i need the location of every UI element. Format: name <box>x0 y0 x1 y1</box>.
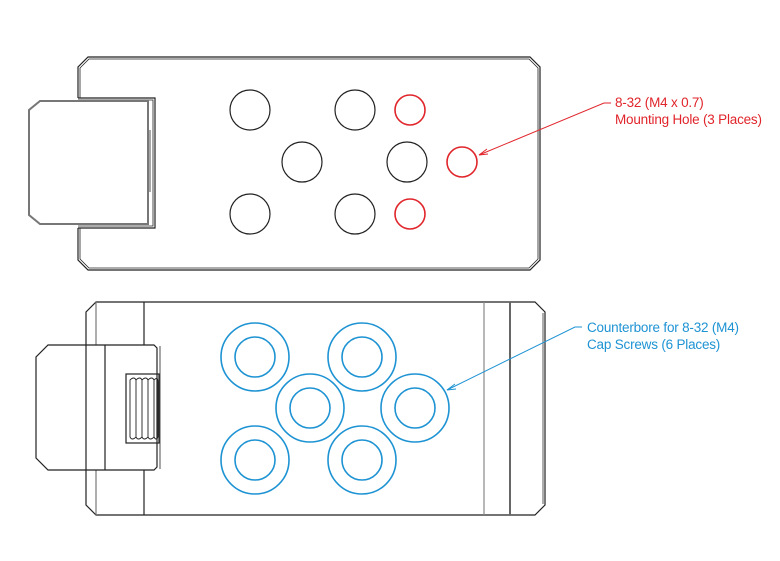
counterbore-callout-line1: Counterbore for 8-32 (M4) <box>587 320 739 335</box>
counterbore-callout: Counterbore for 8-32 (M4) Cap Screws (6 … <box>587 319 739 353</box>
top-view <box>28 56 611 271</box>
mounting-hole-callout-line1: 8-32 (M4 x 0.7) <box>615 95 704 110</box>
counterbore <box>380 373 450 443</box>
top-bracket <box>78 97 156 229</box>
mounting-holes-red <box>394 94 478 230</box>
hole <box>386 141 428 183</box>
counterbore <box>327 322 397 392</box>
hole <box>229 89 271 131</box>
counterbore <box>220 425 290 495</box>
hole <box>229 193 271 235</box>
mounting-hole <box>394 94 426 126</box>
top-plate-outline <box>77 56 541 271</box>
mounting-hole <box>394 198 426 230</box>
counterbores <box>220 322 450 495</box>
hole <box>334 89 376 131</box>
top-clamp-block <box>28 100 149 225</box>
bottom-view <box>35 301 582 516</box>
bottom-clamp-block <box>35 344 158 471</box>
spring-housing <box>125 373 160 444</box>
mounting-screw-holes <box>229 89 428 235</box>
mounting-hole-leader <box>478 102 611 156</box>
hole <box>281 141 323 183</box>
counterbore <box>220 322 290 392</box>
counterbore-leader <box>446 326 582 391</box>
hole <box>334 193 376 235</box>
counterbore <box>275 373 345 443</box>
counterbore-callout-line2: Cap Screws (6 Places) <box>587 337 721 352</box>
mounting-hole <box>446 146 478 178</box>
mounting-hole-callout: 8-32 (M4 x 0.7) Mounting Hole (3 Places) <box>615 94 762 128</box>
spring-icon <box>129 377 159 440</box>
top-bracket-inner <box>78 99 154 227</box>
counterbore <box>327 425 397 495</box>
top-plate-outline-inner <box>79 58 539 269</box>
bottom-plate-outline <box>85 301 546 516</box>
mounting-hole-callout-line2: Mounting Hole (3 Places) <box>615 112 762 127</box>
